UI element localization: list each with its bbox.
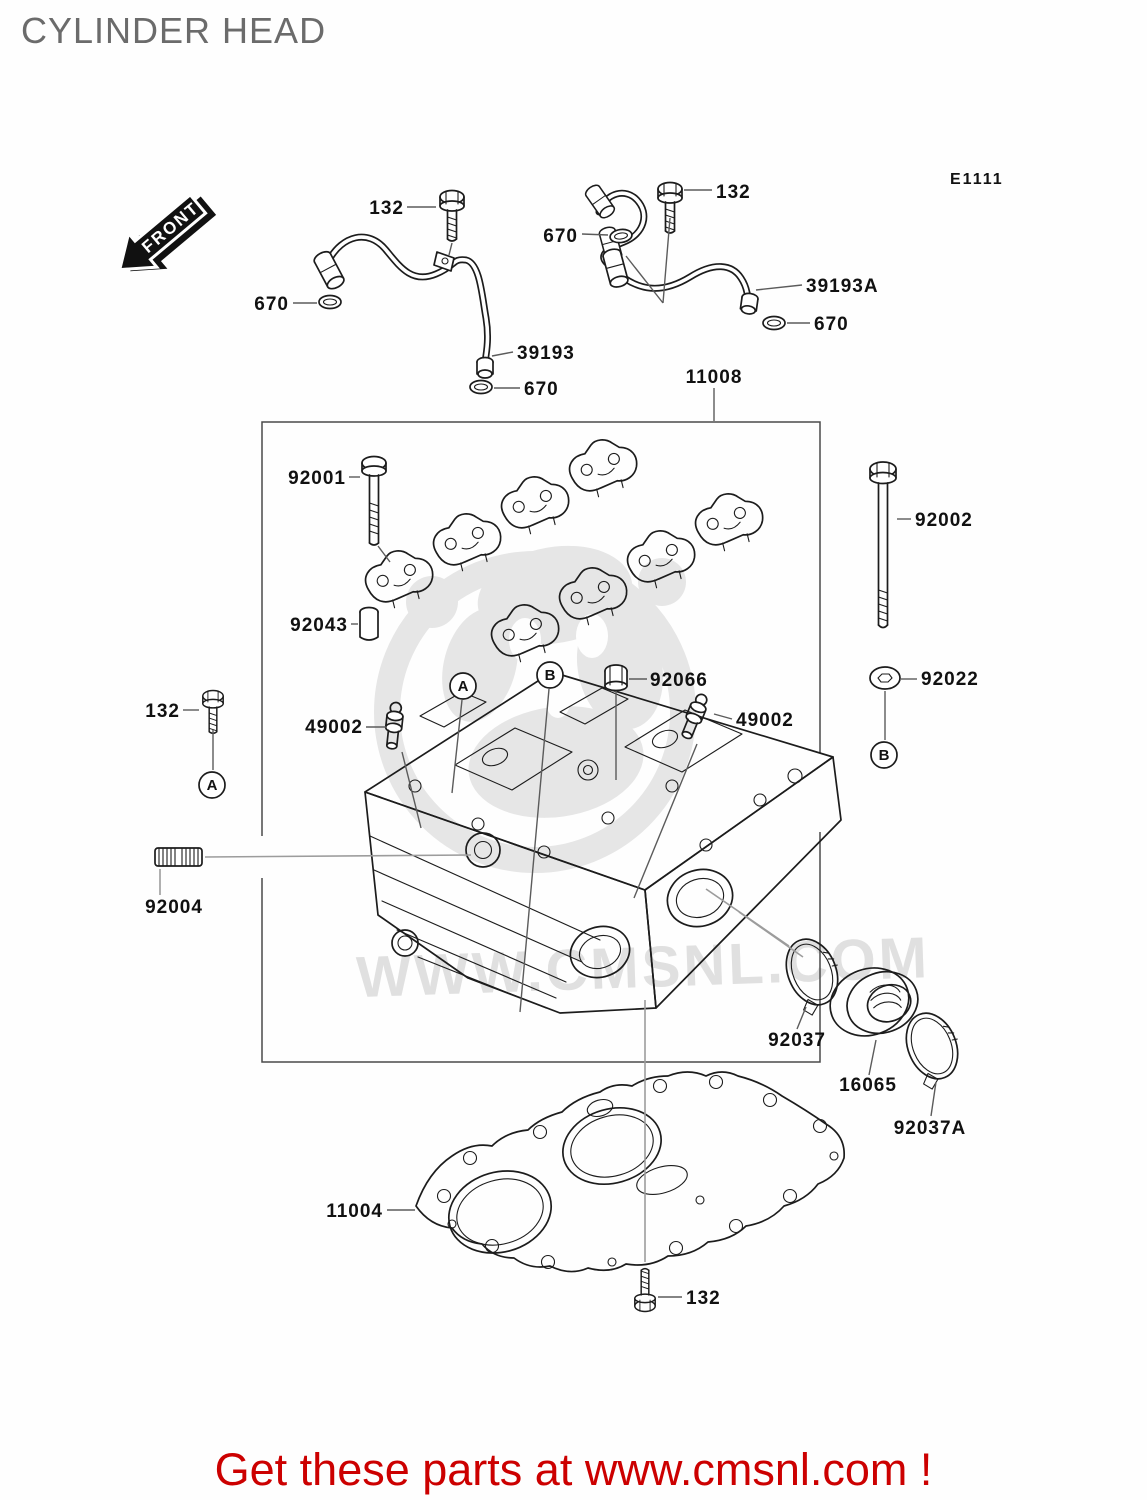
callout-92002[interactable]: 92002 bbox=[915, 510, 973, 531]
callout-39193[interactable]: 39193 bbox=[517, 343, 575, 364]
assembly-box bbox=[261, 421, 821, 1063]
cooling-fins bbox=[369, 835, 601, 1009]
callout-92001[interactable]: 92001 bbox=[288, 468, 346, 489]
oring-670-left-upper bbox=[318, 294, 342, 310]
clamp-92037A bbox=[896, 1003, 972, 1093]
promo-banner[interactable]: Get these parts at www.cmsnl.com ! bbox=[214, 1444, 933, 1495]
callout-39193A[interactable]: 39193A bbox=[806, 276, 879, 297]
bolt-92002 bbox=[869, 461, 897, 629]
callout-11004[interactable]: 11004 bbox=[326, 1201, 383, 1222]
front-arrow: FRONT bbox=[117, 192, 217, 272]
diagram-code: E1111 bbox=[950, 171, 1004, 188]
callout-670-right-upper[interactable]: 670 bbox=[543, 226, 578, 247]
intake-port-right bbox=[666, 868, 734, 928]
callout-132-bottom[interactable]: 132 bbox=[686, 1288, 721, 1309]
callout-132-top-left[interactable]: 132 bbox=[369, 198, 404, 219]
leader-lines bbox=[159, 189, 937, 1298]
pipe-bracket bbox=[433, 251, 455, 272]
ref-b-right-label: B bbox=[879, 747, 890, 764]
gasket-11004 bbox=[415, 1071, 846, 1273]
cap-nut-92066 bbox=[604, 664, 628, 692]
page-title: CYLINDER HEAD bbox=[21, 10, 327, 51]
bolt-92001 bbox=[361, 455, 387, 546]
cmsnl-watermark: WWW.CMSNL.COM bbox=[355, 545, 931, 1010]
callout-92022[interactable]: 92022 bbox=[921, 669, 979, 690]
callout-49002-left[interactable]: 49002 bbox=[305, 717, 363, 738]
ref-circle-b-inner[interactable]: B bbox=[536, 661, 564, 689]
cylinder-head-body bbox=[364, 671, 842, 1014]
callout-16065[interactable]: 16065 bbox=[839, 1075, 897, 1096]
oil-pipe-right-39193A bbox=[582, 181, 786, 331]
callout-92037A[interactable]: 92037A bbox=[894, 1118, 967, 1139]
ref-b-inner-label: B bbox=[545, 667, 556, 684]
oil-pipe-left-39193 bbox=[311, 189, 494, 395]
holder-16065 bbox=[829, 967, 919, 1037]
watermark-text: WWW.CMSNL.COM bbox=[355, 925, 931, 1010]
ref-circle-b-right[interactable]: B bbox=[870, 741, 898, 769]
gasket-holes bbox=[436, 1074, 839, 1270]
bolt-bosses bbox=[408, 768, 803, 859]
callout-132-left[interactable]: 132 bbox=[145, 701, 180, 722]
callout-92004[interactable]: 92004 bbox=[145, 897, 203, 918]
cam-end-seal bbox=[391, 929, 419, 957]
callout-132-top-right[interactable]: 132 bbox=[716, 182, 751, 203]
callout-92037[interactable]: 92037 bbox=[768, 1030, 826, 1051]
bolt-132-bottom bbox=[634, 1267, 656, 1313]
stud-92004 bbox=[154, 847, 203, 867]
part-callouts: 132 670 39193 670 132 670 39193A 670 110… bbox=[145, 182, 979, 1309]
callout-11008[interactable]: 11008 bbox=[686, 367, 743, 388]
ref-circle-a-inner[interactable]: A bbox=[449, 672, 477, 700]
bolt-132-left bbox=[202, 689, 224, 735]
callout-670-left-lower[interactable]: 670 bbox=[524, 379, 559, 400]
callout-670-right-lower[interactable]: 670 bbox=[814, 314, 849, 335]
oring-670-right-lower bbox=[762, 315, 786, 331]
intake-port-left bbox=[569, 925, 631, 979]
oring-670-left-lower bbox=[469, 379, 493, 395]
stud-boss bbox=[465, 832, 501, 868]
callout-92043[interactable]: 92043 bbox=[290, 615, 348, 636]
ref-a-left-label: A bbox=[207, 777, 218, 794]
front-arrow-face bbox=[117, 192, 208, 272]
ref-circle-a-left[interactable]: A bbox=[198, 771, 226, 799]
bolt-132-top-left bbox=[439, 189, 465, 242]
callout-670-left-upper[interactable]: 670 bbox=[254, 294, 289, 315]
washer-92022 bbox=[869, 666, 901, 690]
callout-49002-right[interactable]: 49002 bbox=[736, 710, 794, 731]
ref-a-inner-label: A bbox=[458, 678, 469, 695]
callout-92066[interactable]: 92066 bbox=[650, 670, 708, 691]
dowel-92043 bbox=[359, 606, 379, 641]
